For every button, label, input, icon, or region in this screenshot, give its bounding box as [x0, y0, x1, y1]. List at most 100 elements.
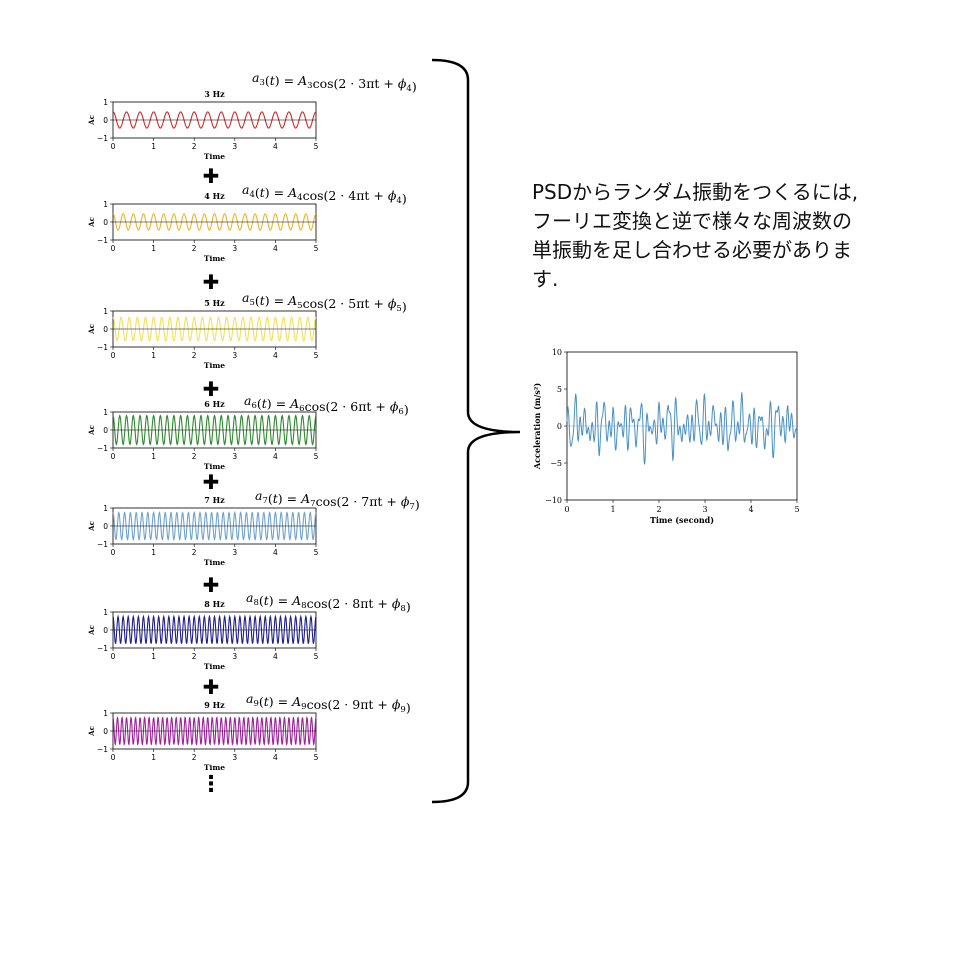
chart-x-tick-label: 2 — [656, 505, 661, 514]
y-tick-label: 1 — [103, 408, 108, 417]
x-axis-label: Time — [204, 558, 225, 567]
description-line: PSDからランダム振動をつくるには, — [532, 180, 859, 204]
x-tick-label: 1 — [151, 351, 156, 360]
chart-y-axis-label: Acceleration (m/s²) — [532, 383, 542, 470]
y-tick-label: 0 — [103, 426, 108, 435]
x-tick-label: 3 — [232, 244, 237, 253]
x-tick-label: 0 — [111, 351, 116, 360]
x-tick-label: 0 — [111, 652, 116, 661]
chart-y-tick-label: −10 — [545, 496, 562, 505]
chart-x-tick-label: 0 — [564, 505, 569, 514]
x-axis-label: Time — [204, 763, 225, 772]
panel-formula: a6(t) = A6cos(2 · 6πt + ϕ6) — [244, 393, 409, 417]
x-tick-label: 1 — [151, 753, 156, 762]
description-line: す. — [532, 267, 559, 291]
y-tick-label: 0 — [103, 522, 108, 531]
y-axis-label: Ac — [87, 726, 96, 737]
x-tick-label: 1 — [151, 652, 156, 661]
x-tick-label: 0 — [111, 452, 116, 461]
y-tick-label: −1 — [97, 540, 108, 549]
panel-title: 3 Hz — [204, 89, 225, 99]
chart-y-tick-label: 5 — [557, 385, 562, 394]
panel-formula: a9(t) = A9cos(2 · 9πt + ϕ9) — [246, 691, 411, 715]
x-tick-label: 4 — [273, 652, 278, 661]
plus-icon: ✚ — [203, 270, 220, 294]
x-tick-label: 2 — [192, 142, 197, 151]
y-tick-label: 0 — [103, 626, 108, 635]
x-tick-label: 3 — [232, 351, 237, 360]
x-tick-label: 0 — [111, 753, 116, 762]
panel-formula: a8(t) = A8cos(2 · 8πt + ϕ8) — [246, 590, 411, 614]
y-axis-label: Ac — [87, 115, 96, 126]
x-tick-label: 5 — [314, 652, 319, 661]
chart-series-line — [566, 392, 798, 465]
chart-x-tick-label: 3 — [702, 505, 707, 514]
y-tick-label: 1 — [103, 200, 108, 209]
y-axis-label: Ac — [87, 521, 96, 532]
x-tick-label: 4 — [273, 452, 278, 461]
x-axis-label: Time — [204, 361, 225, 370]
x-axis-label: Time — [204, 254, 225, 263]
y-tick-label: 0 — [103, 727, 108, 736]
x-tick-label: 2 — [192, 753, 197, 762]
x-tick-label: 3 — [232, 548, 237, 557]
y-tick-label: −1 — [97, 644, 108, 653]
panel-title: 9 Hz — [204, 700, 225, 710]
chart-y-tick-label: 0 — [557, 422, 562, 431]
x-tick-label: 4 — [273, 548, 278, 557]
y-tick-label: 0 — [103, 218, 108, 227]
x-tick-label: 5 — [314, 548, 319, 557]
x-tick-label: 4 — [273, 753, 278, 762]
panel-wave — [112, 111, 317, 129]
panel-formula: a5(t) = A5cos(2 · 5πt + ϕ5) — [242, 290, 407, 314]
plus-icon: ✚ — [203, 377, 220, 401]
y-axis-label: Ac — [87, 625, 96, 636]
y-tick-label: −1 — [97, 343, 108, 352]
x-tick-label: 1 — [151, 142, 156, 151]
panel-wave — [112, 414, 317, 446]
x-tick-label: 0 — [111, 548, 116, 557]
description-line: 単振動を足し合わせる必要がありま — [532, 238, 852, 262]
x-tick-label: 3 — [232, 452, 237, 461]
plus-icon: ✚ — [203, 573, 220, 597]
plus-connectors: ✚ ✚ ✚ ✚ ✚ ✚ — [203, 164, 220, 699]
x-axis-label: Time — [204, 462, 225, 471]
x-tick-label: 5 — [314, 351, 319, 360]
panel-formula: a3(t) = A3cos(2 · 3πt + ϕ4) — [252, 70, 417, 94]
y-axis-label: Ac — [87, 324, 96, 335]
x-tick-label: 2 — [192, 652, 197, 661]
panel-wave — [112, 614, 317, 644]
x-tick-label: 5 — [314, 244, 319, 253]
x-tick-label: 1 — [151, 452, 156, 461]
plus-icon: ✚ — [203, 675, 220, 699]
chart-x-axis-label: Time (second) — [650, 515, 714, 525]
x-tick-label: 2 — [192, 548, 197, 557]
plus-icon: ✚ — [203, 164, 220, 188]
panel-wave — [112, 316, 317, 342]
y-tick-label: 0 — [103, 325, 108, 334]
description-line: フーリエ変換と逆で様々な周波数の — [532, 209, 852, 233]
y-tick-label: 1 — [103, 608, 108, 617]
y-tick-label: 1 — [103, 504, 108, 513]
ellipsis-icon: ⋮ — [200, 772, 222, 797]
y-tick-label: 1 — [103, 307, 108, 316]
x-tick-label: 0 — [111, 142, 116, 151]
y-tick-label: −1 — [97, 236, 108, 245]
x-tick-label: 2 — [192, 452, 197, 461]
x-tick-label: 4 — [273, 351, 278, 360]
x-tick-label: 5 — [314, 452, 319, 461]
panel-formula: a4(t) = A4cos(2 · 4πt + ϕ4) — [242, 182, 407, 206]
x-tick-label: 3 — [232, 753, 237, 762]
x-axis-label: Time — [204, 152, 225, 161]
panel-wave — [112, 510, 317, 542]
x-tick-label: 3 — [232, 142, 237, 151]
panel-title: 4 Hz — [204, 191, 225, 201]
plus-icon: ✚ — [203, 470, 220, 494]
y-tick-label: 0 — [103, 116, 108, 125]
